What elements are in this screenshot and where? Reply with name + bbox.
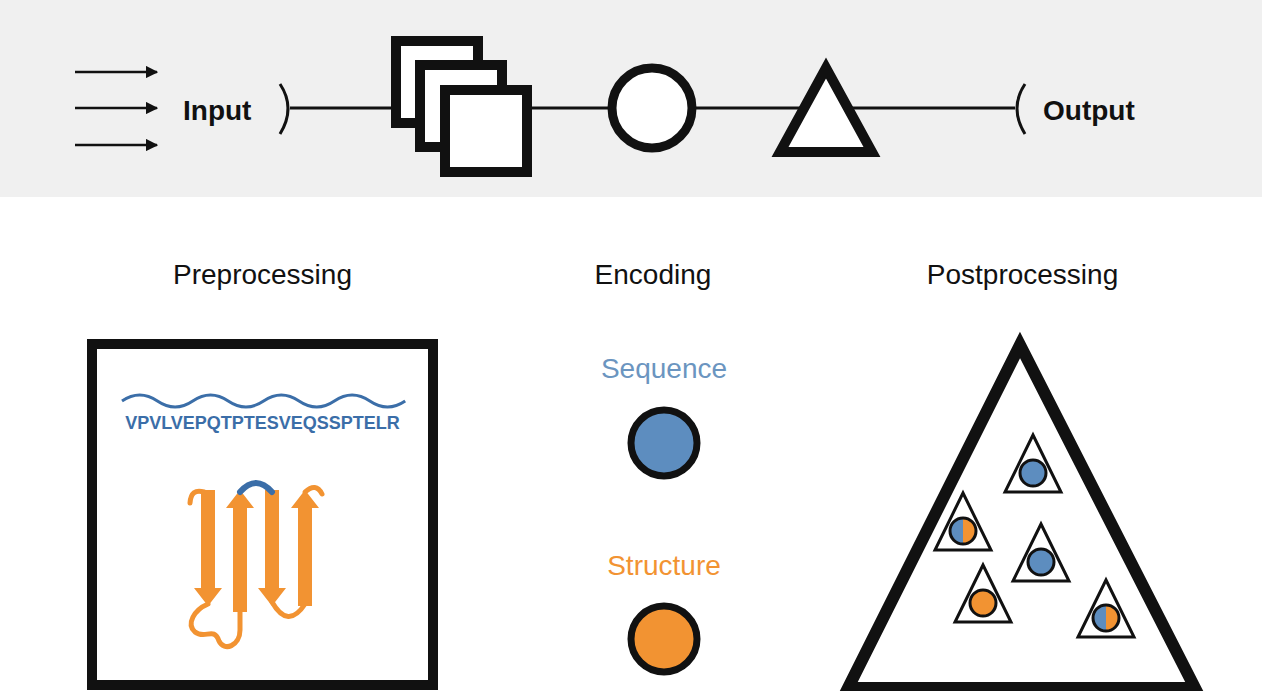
encoding-label: Sequence [564, 352, 764, 386]
encoder-circle [612, 68, 692, 148]
input-label: Input [183, 94, 251, 128]
result-marker [955, 565, 1011, 622]
stacked-squares [396, 41, 527, 172]
output-label: Output [1043, 94, 1135, 128]
bracket [280, 84, 288, 134]
encoding-label: Structure [564, 549, 764, 583]
sequence-wave [122, 395, 405, 407]
structure-circle: Structure [600, 546, 728, 676]
result-marker [1005, 435, 1061, 492]
encoding-circle [631, 410, 697, 476]
triangle-outline [848, 345, 1195, 688]
postprocess-triangle [780, 68, 872, 152]
result-marker [935, 493, 991, 550]
section-heading: Postprocessing [845, 258, 1200, 292]
preprocessing-box: PreprocessingVPVLVEPQTPTESVEQSSPTELR [87, 339, 438, 690]
postprocessing-triangle: Postprocessing [845, 248, 1200, 691]
beta-sheet [190, 483, 322, 647]
input-arrows [75, 72, 157, 145]
postprocessing-triangle-outline [845, 248, 1200, 691]
sequence-text: VPVLVEPQTPTESVEQSSPTELR [97, 411, 428, 435]
result-marker [1013, 524, 1069, 581]
section-heading: Preprocessing [75, 258, 450, 292]
section-heading: Encoding [553, 258, 753, 292]
encoding-circle [631, 606, 697, 672]
sequence-circle: Sequence [600, 350, 728, 480]
result-marker [1078, 580, 1134, 637]
header-band [0, 0, 1262, 197]
bracket [1017, 84, 1025, 134]
